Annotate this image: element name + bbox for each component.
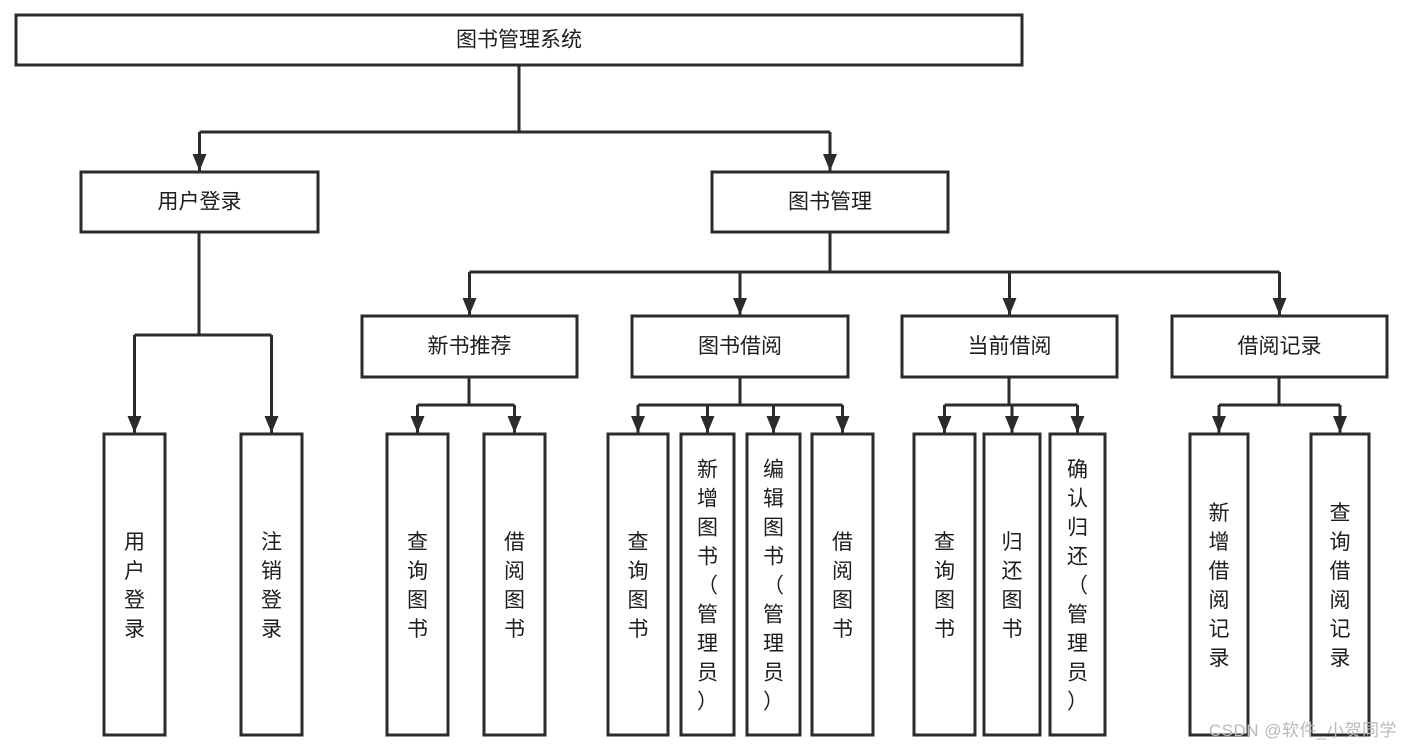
node-box-book-borrow[interactable] xyxy=(630,314,850,379)
node-box-leaf-user-logout[interactable] xyxy=(239,432,304,737)
node-label-leaf-cur-confirm: 确认归还（管理员） xyxy=(1067,459,1088,714)
connector-group xyxy=(192,65,837,171)
node-leaf-user-logout[interactable]: 注销登录 xyxy=(239,432,304,737)
node-label-leaf-user-logout: 注销登录 xyxy=(261,531,282,641)
node-box-root[interactable] xyxy=(14,13,1024,67)
node-label-leaf-rec-borrow: 借阅图书 xyxy=(504,531,525,641)
node-box-leaf-cur-query[interactable] xyxy=(912,432,977,737)
node-leaf-cur-query[interactable]: 查询图书 xyxy=(912,432,977,737)
node-box-leaf-user-login[interactable] xyxy=(102,432,167,737)
node-leaf-borrow-lend[interactable]: 借阅图书 xyxy=(810,432,875,737)
node-label-borrow-record: 借阅记录 xyxy=(1238,335,1322,358)
node-label-leaf-cur-query: 查询图书 xyxy=(934,531,955,641)
node-new-book-rec[interactable]: 新书推荐 xyxy=(360,314,579,379)
node-leaf-rec-add[interactable]: 新增借阅记录 xyxy=(1188,432,1250,737)
node-book-manage[interactable]: 图书管理 xyxy=(710,170,950,234)
node-box-leaf-cur-return[interactable] xyxy=(982,432,1042,737)
nodes-layer: 图书管理系统用户登录图书管理新书推荐图书借阅当前借阅借阅记录用户登录注销登录查询… xyxy=(14,13,1389,737)
node-label-leaf-borrow-add: 新增图书（管理员） xyxy=(697,459,718,714)
node-label-leaf-rec-query2: 查询借阅记录 xyxy=(1330,502,1351,670)
node-current-borrow[interactable]: 当前借阅 xyxy=(900,314,1119,379)
connector-group xyxy=(410,377,522,433)
node-label-leaf-borrow-edit: 编辑图书（管理员） xyxy=(763,459,784,714)
node-root[interactable]: 图书管理系统 xyxy=(14,13,1024,67)
node-leaf-rec-query[interactable]: 查询图书 xyxy=(385,432,450,737)
node-label-book-borrow: 图书借阅 xyxy=(698,335,782,358)
node-label-new-book-rec: 新书推荐 xyxy=(428,335,512,358)
connector-group xyxy=(1212,377,1347,433)
node-leaf-rec-query2[interactable]: 查询借阅记录 xyxy=(1309,432,1371,737)
node-box-leaf-borrow-edit[interactable] xyxy=(745,432,802,737)
node-box-leaf-borrow-add[interactable] xyxy=(679,432,736,737)
connector-group xyxy=(631,377,850,433)
node-box-book-manage[interactable] xyxy=(710,170,950,234)
connector-group xyxy=(127,232,279,433)
node-leaf-user-login[interactable]: 用户登录 xyxy=(102,432,167,737)
edges-layer xyxy=(127,65,1347,433)
node-leaf-borrow-query[interactable]: 查询图书 xyxy=(606,432,670,737)
node-box-current-borrow[interactable] xyxy=(900,314,1119,379)
node-borrow-record[interactable]: 借阅记录 xyxy=(1170,314,1389,379)
node-book-borrow[interactable]: 图书借阅 xyxy=(630,314,850,379)
node-box-leaf-rec-borrow[interactable] xyxy=(482,432,547,737)
node-box-leaf-rec-query2[interactable] xyxy=(1309,432,1371,737)
node-label-current-borrow: 当前借阅 xyxy=(968,335,1052,358)
node-label-leaf-borrow-lend: 借阅图书 xyxy=(832,531,853,641)
connector-group xyxy=(462,232,1287,315)
node-box-leaf-rec-query[interactable] xyxy=(385,432,450,737)
node-label-root: 图书管理系统 xyxy=(456,29,582,52)
node-label-leaf-rec-query: 查询图书 xyxy=(407,531,428,641)
node-box-leaf-borrow-lend[interactable] xyxy=(810,432,875,737)
node-box-leaf-borrow-query[interactable] xyxy=(606,432,670,737)
node-user-login[interactable]: 用户登录 xyxy=(79,170,320,234)
node-box-leaf-cur-confirm[interactable] xyxy=(1048,432,1107,737)
node-label-leaf-rec-add: 新增借阅记录 xyxy=(1209,502,1230,670)
node-leaf-rec-borrow[interactable]: 借阅图书 xyxy=(482,432,547,737)
node-leaf-cur-confirm[interactable]: 确认归还（管理员） xyxy=(1048,432,1107,737)
node-leaf-borrow-add[interactable]: 新增图书（管理员） xyxy=(679,432,736,737)
watermark-label: CSDN @软件_小贺同学 xyxy=(1208,721,1397,740)
node-label-book-manage: 图书管理 xyxy=(788,191,872,214)
node-box-leaf-rec-add[interactable] xyxy=(1188,432,1250,737)
node-label-leaf-borrow-query: 查询图书 xyxy=(628,531,649,641)
node-label-leaf-cur-return: 归还图书 xyxy=(1002,531,1023,641)
node-leaf-cur-return[interactable]: 归还图书 xyxy=(982,432,1042,737)
node-box-user-login[interactable] xyxy=(79,170,320,234)
node-leaf-borrow-edit[interactable]: 编辑图书（管理员） xyxy=(745,432,802,737)
node-label-leaf-user-login: 用户登录 xyxy=(124,531,145,641)
connector-group xyxy=(937,377,1085,433)
node-box-borrow-record[interactable] xyxy=(1170,314,1389,379)
node-label-user-login: 用户登录 xyxy=(158,191,242,214)
node-box-new-book-rec[interactable] xyxy=(360,314,579,379)
